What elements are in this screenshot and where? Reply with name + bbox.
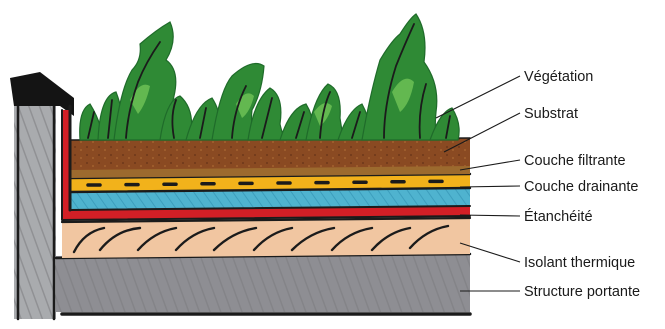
layer-vegetation — [80, 14, 459, 140]
layer-isolant — [62, 218, 470, 258]
label-vegetation: Végétation — [524, 69, 593, 85]
label-etancheite: Étanchéité — [524, 208, 593, 225]
label-isolant: Isolant thermique — [524, 255, 635, 271]
layer-labels: Végétation Substrat Couche filtrante Cou… — [524, 69, 640, 300]
layer-substrat — [70, 138, 470, 170]
label-filtrante: Couche filtrante — [524, 153, 626, 169]
layer-structure — [56, 252, 470, 314]
label-substrat: Substrat — [524, 106, 578, 122]
label-drainante: Couche drainante — [524, 179, 638, 195]
label-structure: Structure portante — [524, 284, 640, 300]
layer-drainante — [70, 174, 470, 210]
